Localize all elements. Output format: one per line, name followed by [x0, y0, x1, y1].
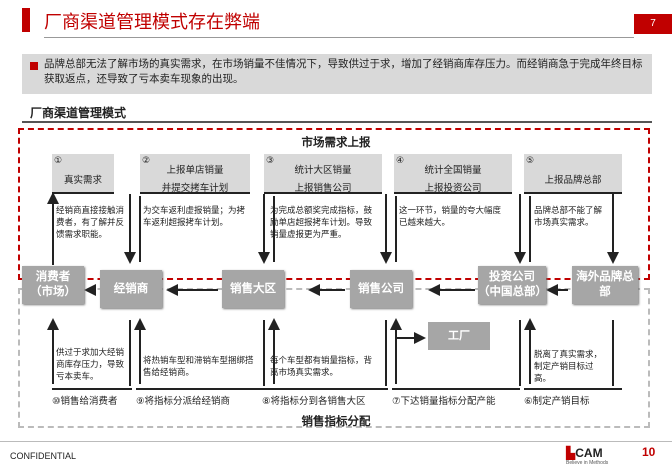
- bullet-icon: [30, 62, 38, 70]
- market-demand-region: [18, 128, 650, 280]
- step-number: ⑥: [524, 396, 533, 407]
- node-investment-company: 投资公司 （中国总部）: [478, 266, 547, 304]
- step-label: 上报品牌总部: [544, 175, 602, 186]
- step-label-2: 上报投资公司: [424, 183, 482, 194]
- step-4-header: ④ 统计全国销量 上报投资公司: [394, 154, 512, 194]
- step-label: 将指标分到各销售大区: [270, 396, 366, 407]
- step-7-label: ⑦下达销量指标分配产能: [392, 388, 520, 407]
- step-4-desc: 这一环节，销量的夸大幅度已越来越大。: [399, 205, 502, 227]
- step-number: ④: [396, 155, 405, 165]
- step-6-desc: 脱离了真实需求，制定产销目标过高。: [534, 349, 603, 383]
- step-1-desc: 经销商直接接触消费者，有了解并反馈需求职能。: [56, 205, 125, 239]
- step-label-2: 并提交拷车计划: [161, 183, 229, 194]
- cam-logo: ▙CAM Believe in Methods: [566, 446, 608, 466]
- step-3-desc: 为完成总额奖完成指标，鼓励单店超报拷车计划。导致销量虚报更为严重。: [270, 205, 373, 239]
- step-number: ⑩: [52, 396, 61, 407]
- step-label: 真实需求: [63, 175, 102, 186]
- step-label: 下达销量指标分配产能: [400, 396, 496, 407]
- step-5-header: ⑤ 上报品牌总部: [524, 154, 622, 194]
- page-title: 厂商渠道管理模式存在弊端: [44, 12, 260, 32]
- step-5-desc: 品牌总部不能了解市场真实需求。: [534, 205, 603, 227]
- step-1-header: ① 真实需求: [52, 154, 114, 194]
- step-label: 上报单店销量: [166, 165, 224, 176]
- anniversary-badge: 10: [642, 445, 656, 459]
- step-number: ③: [266, 155, 275, 165]
- step-10-label: ⑩销售给消费者: [52, 388, 132, 407]
- sales-quota-label: 销售指标分配: [301, 416, 371, 428]
- step-6-label: ⑥制定产销目标: [524, 388, 622, 407]
- node-consumer: 消费者 （市场）: [22, 266, 84, 304]
- step-9-desc: 将热销车型和滞销车型捆绑搭售给经销商。: [143, 355, 254, 377]
- summary-text: 品牌总部无法了解市场的真实需求，在市场销量不佳情况下，导致供过于求，增加了经销商…: [44, 58, 643, 85]
- section-title: 厂商渠道管理模式: [30, 106, 127, 120]
- step-3-header: ③ 统计大区销量 上报销售公司: [264, 154, 382, 194]
- logo-text: CAM: [575, 446, 603, 460]
- node-factory: 工厂: [428, 322, 490, 350]
- step-number: ⑤: [526, 155, 535, 165]
- step-label-2: 上报销售公司: [294, 183, 352, 194]
- node-dealer: 经销商: [100, 270, 162, 308]
- step-8-desc: 每个车型都有销量指标，背离市场真实需求。: [270, 355, 373, 377]
- confidential-label: CONFIDENTIAL: [10, 451, 77, 461]
- step-2-header: ② 上报单店销量 并提交拷车计划: [140, 154, 250, 194]
- node-region: 销售大区: [222, 270, 284, 308]
- node-overseas-hq: 海外品牌总 部: [572, 266, 638, 304]
- market-demand-label: 市场需求上报: [301, 137, 371, 149]
- logo-subtitle: Believe in Methods: [566, 460, 609, 466]
- step-number: ②: [142, 155, 151, 165]
- footer-divider: [0, 441, 672, 442]
- logo-mark-icon: ▙: [566, 446, 576, 460]
- summary-box: 品牌总部无法了解市场的真实需求，在市场销量不佳情况下，导致供过于求，增加了经销商…: [22, 54, 652, 94]
- step-10-desc: 供过于求加大经销商库存压力，导致亏本卖车。: [56, 347, 125, 381]
- step-number: ⑧: [262, 396, 271, 407]
- step-number: ①: [54, 155, 63, 165]
- step-9-label: ⑨将指标分派给经销商: [136, 388, 262, 407]
- step-2-desc: 为交车返利虚报销量；为拷车返利超报拷车计划。: [143, 205, 246, 227]
- step-number: ⑨: [136, 396, 145, 407]
- node-sales-company: 销售公司: [350, 270, 412, 308]
- page-number: 7: [634, 14, 672, 34]
- title-divider: [44, 37, 634, 38]
- step-label: 统计大区销量: [294, 165, 352, 176]
- step-8-label: ⑧将指标分到各销售大区: [262, 388, 388, 407]
- step-label: 销售给消费者: [60, 396, 118, 407]
- title-accent: [22, 8, 30, 32]
- step-label: 制定产销目标: [532, 396, 590, 407]
- step-number: ⑦: [392, 396, 401, 407]
- section-divider: [22, 121, 652, 123]
- step-label: 将指标分派给经销商: [144, 396, 231, 407]
- step-label: 统计全国销量: [424, 165, 482, 176]
